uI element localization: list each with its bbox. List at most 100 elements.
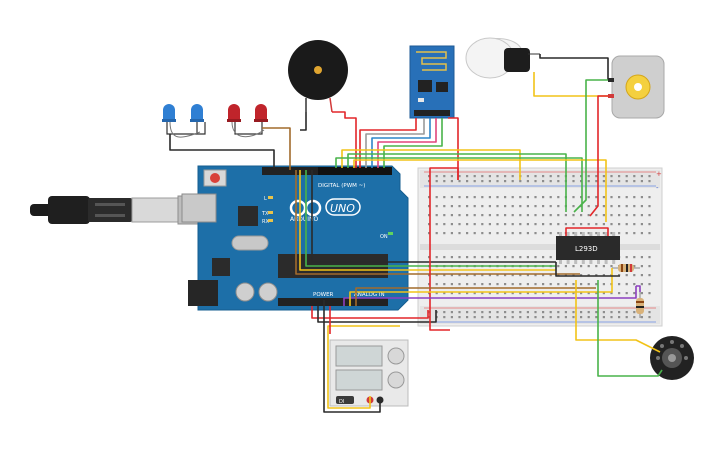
breadboard-hole — [542, 292, 545, 295]
breadboard-hole — [534, 274, 537, 277]
breadboard-hole — [572, 316, 575, 319]
breadboard-hole — [618, 316, 621, 319]
breadboard-hole — [435, 180, 438, 183]
breadboard-hole — [557, 265, 560, 268]
breadboard-hole — [534, 256, 537, 259]
wire-green — [347, 153, 567, 212]
breadboard-hole — [648, 256, 651, 259]
breadboard-hole — [587, 175, 590, 178]
breadboard-hole — [511, 283, 514, 286]
breadboard-hole — [640, 265, 643, 268]
wire-brown — [355, 287, 596, 306]
breadboard-hole — [511, 311, 514, 314]
chip-pin — [612, 232, 616, 236]
breadboard-hole — [519, 311, 522, 314]
breadboard-hole — [580, 232, 583, 235]
breadboard-hole — [466, 274, 469, 277]
breadboard-hole — [564, 316, 567, 319]
breadboard-hole — [557, 175, 560, 178]
breadboard-hole — [435, 205, 438, 208]
breadboard-hole — [542, 274, 545, 277]
wire-black — [323, 300, 381, 413]
breadboard-hole — [466, 283, 469, 286]
breadboard-hole — [549, 223, 552, 226]
breadboard-hole — [519, 316, 522, 319]
breadboard-hole — [587, 311, 590, 314]
breadboard-hole — [428, 196, 431, 199]
wire-green — [597, 280, 663, 377]
breadboard-hole — [496, 205, 499, 208]
breadboard-hole — [633, 223, 636, 226]
wire-purple — [343, 286, 637, 306]
breadboard-hole — [625, 311, 628, 314]
breadboard-hole — [640, 283, 643, 286]
breadboard-hole — [640, 180, 643, 183]
wire-black — [311, 170, 556, 263]
breadboard-hole — [435, 223, 438, 226]
breadboard-hole — [511, 292, 514, 295]
breadboard-hole — [610, 265, 613, 268]
breadboard-hole — [504, 232, 507, 235]
breadboard-hole — [648, 265, 651, 268]
wire-yellow — [327, 325, 400, 409]
breadboard-hole — [534, 311, 537, 314]
breadboard-hole — [625, 175, 628, 178]
breadboard-hole — [473, 256, 476, 259]
breadboard-hole — [488, 180, 491, 183]
motor-driver-chip-icon: L293D — [556, 232, 620, 264]
breadboard-hole — [488, 292, 491, 295]
breadboard-hole — [633, 180, 636, 183]
breadboard-hole — [564, 214, 567, 217]
chip-pin — [604, 260, 608, 264]
breadboard-hole — [625, 256, 628, 259]
breadboard-hole — [473, 205, 476, 208]
breadboard-hole — [466, 256, 469, 259]
breadboard-hole — [435, 196, 438, 199]
breadboard-hole — [618, 196, 621, 199]
breadboard-hole — [602, 232, 605, 235]
breadboard-hole — [496, 232, 499, 235]
breadboard-hole — [618, 175, 621, 178]
breadboard-hole — [610, 292, 613, 295]
breadboard-hole — [610, 232, 613, 235]
breadboard-hole — [526, 232, 529, 235]
wire-yellow — [349, 268, 613, 306]
breadboard-hole — [549, 175, 552, 178]
breadboard-hole — [466, 316, 469, 319]
breadboard-hole — [466, 311, 469, 314]
wifi-module-icon — [409, 45, 455, 119]
breadboard-hole — [443, 292, 446, 295]
breadboard-hole — [640, 175, 643, 178]
wire-red — [565, 227, 609, 236]
chip-pin — [597, 260, 600, 264]
breadboard-hole — [542, 223, 545, 226]
breadboard-hole — [443, 205, 446, 208]
breadboard-hole — [595, 316, 598, 319]
breadboard-hole — [580, 311, 583, 314]
breadboard-hole — [435, 283, 438, 286]
breadboard-hole — [587, 223, 590, 226]
breadboard-hole — [549, 180, 552, 183]
power-supply-icon: Dl — [329, 339, 409, 407]
breadboard-hole — [504, 196, 507, 199]
breadboard-hole — [496, 256, 499, 259]
breadboard-hole — [473, 180, 476, 183]
breadboard-hole — [519, 205, 522, 208]
breadboard-hole — [549, 256, 552, 259]
breadboard-hole — [534, 316, 537, 319]
breadboard-hole — [595, 311, 598, 314]
breadboard-hole — [625, 274, 628, 277]
breadboard-hole — [488, 256, 491, 259]
breadboard-hole — [534, 214, 537, 217]
breadboard-hole — [481, 232, 484, 235]
breadboard-hole — [610, 196, 613, 199]
breadboard-hole — [580, 274, 583, 277]
breadboard-hole — [450, 232, 453, 235]
breadboard-hole — [602, 196, 605, 199]
breadboard-hole — [557, 292, 560, 295]
breadboard-hole — [534, 283, 537, 286]
breadboard-hole — [557, 180, 560, 183]
breadboard-hole — [435, 232, 438, 235]
breadboard-hole — [511, 180, 514, 183]
breadboard-hole — [572, 283, 575, 286]
